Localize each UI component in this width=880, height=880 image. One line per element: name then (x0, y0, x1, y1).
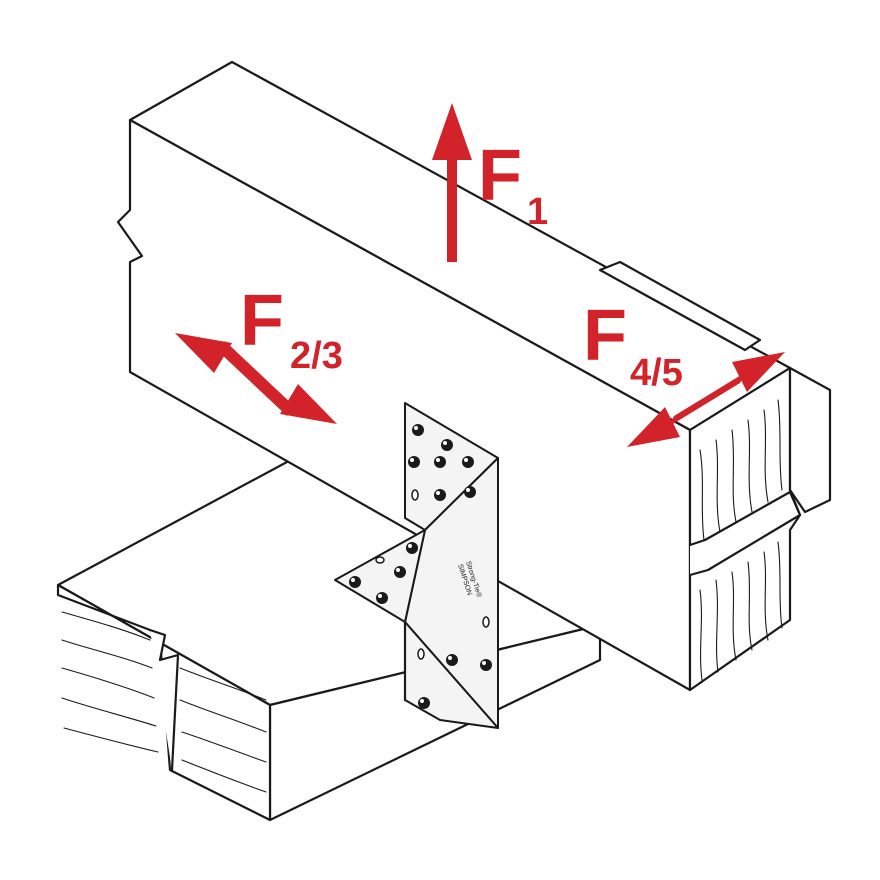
arrow-icon (280, 384, 337, 424)
upper-beam-rear-end (788, 366, 832, 514)
label-f45-main: F (583, 296, 627, 376)
lower-timber-grain (61, 611, 267, 793)
label-f23-sub: 2/3 (290, 335, 343, 377)
angle-bracket-icon: SIMPSON Strong-Tie® (334, 402, 499, 729)
force-arrow-f1 (432, 103, 472, 262)
bracket-holes (349, 424, 492, 709)
label-f1-sub: 1 (527, 191, 548, 233)
label-f45: F 4/5 (583, 296, 683, 394)
label-f1-main: F (478, 136, 522, 216)
upper-beam (116, 60, 832, 692)
label-f1: F 1 (478, 136, 548, 233)
upper-beam-rear-stub (598, 260, 762, 352)
label-f45-sub: 4/5 (630, 352, 683, 394)
arrow-icon (432, 103, 472, 160)
lower-timber-end-face (56, 583, 272, 822)
label-f23-main: F (240, 281, 284, 361)
arrow-icon (627, 407, 680, 447)
label-f23: F 2/3 (240, 281, 343, 377)
lower-timber-break (148, 628, 180, 772)
arrow-icon (447, 140, 457, 262)
arrow-icon (175, 333, 232, 373)
force-arrow-f23 (175, 333, 337, 424)
upper-beam-grain (699, 399, 783, 681)
upper-beam-end-break (688, 490, 802, 577)
bracket-horizontal-leg (334, 529, 426, 623)
force-arrow-f45 (627, 352, 785, 447)
arrow-icon (732, 352, 785, 392)
